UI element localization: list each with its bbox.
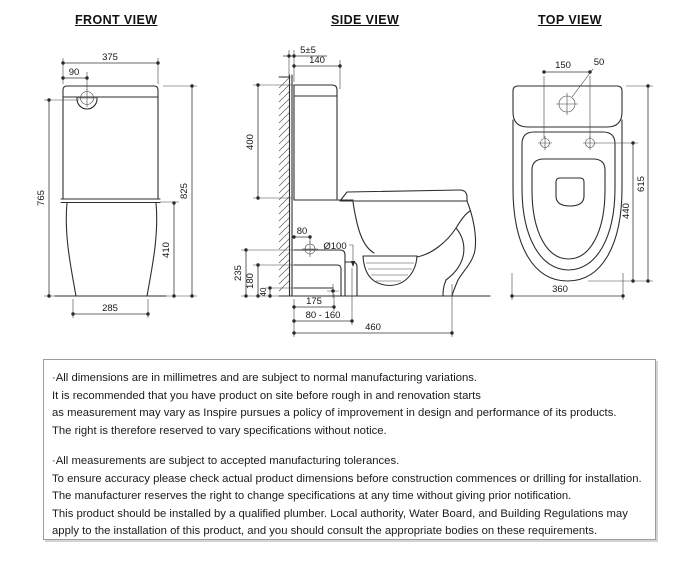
note-line: This product should be installed by a qu…	[52, 507, 628, 520]
note-line: ·All dimensions are in millimetres and a…	[52, 372, 478, 384]
paragraph-gap	[52, 440, 647, 453]
side-bowl-front-profile	[352, 201, 375, 254]
front-dim-width: 375	[102, 52, 118, 63]
fixing-hole-right-cross	[583, 136, 597, 150]
note-line: ·All measurements are subject to accepte…	[52, 455, 400, 467]
side-dim-235: 235	[233, 265, 244, 281]
side-dimension-ticks	[244, 54, 454, 335]
side-dim-depth: 460	[365, 322, 381, 333]
note-line: apply to the installation of this produc…	[52, 525, 598, 537]
wall-hatch	[278, 76, 291, 292]
side-dim-cistern-height: 400	[245, 134, 256, 150]
front-dimension-ticks	[47, 61, 194, 316]
note-line: The manufacturer reserves the right to c…	[52, 490, 572, 502]
manufacturing-notes-box: ·All dimensions are in millimetres and a…	[43, 359, 656, 540]
top-extension-lines	[511, 76, 653, 300]
inlet-cross-lines	[302, 241, 318, 257]
top-view-drawing: 150 50 615 440 360	[510, 57, 653, 300]
top-tank-outline	[512, 85, 623, 128]
technical-drawing: 375 90 765 825 410 285	[36, 45, 653, 337]
top-dim-button-diameter: 50	[594, 57, 605, 68]
front-dim-height-825: 825	[179, 183, 190, 199]
side-sump-outline	[362, 255, 418, 287]
note-line: It is recommended that you have product …	[52, 389, 481, 402]
outlet-leader-arrow	[350, 261, 356, 267]
top-dimension-lines	[512, 71, 649, 297]
side-dim-outlet-diameter: Ø100	[323, 241, 346, 252]
side-dimension-lines	[245, 55, 452, 334]
front-view-title: FRONT VIEW	[75, 13, 158, 27]
top-dim-hole-to-front: 440	[621, 203, 632, 219]
fixing-hole-left-cross	[538, 136, 552, 150]
top-body-outline	[512, 119, 623, 282]
side-dim-175: 175	[306, 296, 322, 307]
side-cistern-outline	[293, 84, 338, 201]
note-line: as measurement may vary as Inspire pursu…	[52, 407, 617, 419]
top-dim-hole-spacing: 150	[555, 60, 571, 71]
front-view-drawing: 375 90 765 825 410 285	[36, 52, 197, 318]
front-button-outline	[76, 96, 98, 110]
side-dim-inlet-offset: 80	[297, 226, 308, 237]
outlet-point-dot	[331, 289, 335, 293]
side-trapway-curve	[416, 210, 471, 297]
side-dim-wall-gap: 5±5	[300, 45, 316, 56]
side-view-title: SIDE VIEW	[331, 13, 400, 27]
front-pedestal-left	[65, 202, 77, 297]
top-seat-outline	[521, 131, 616, 271]
flush-button-cross-lines	[556, 93, 578, 115]
note-line: The right is therefore reserved to vary …	[52, 424, 387, 437]
side-pipe-outline	[293, 249, 358, 297]
top-dim-length: 615	[636, 176, 647, 192]
top-bowl-rim	[531, 158, 606, 260]
top-view-title: TOP VIEW	[538, 13, 602, 27]
front-dim-pan-height: 410	[161, 242, 172, 258]
front-dim-height-765: 765	[36, 190, 47, 206]
side-water-lines	[366, 262, 414, 282]
note-line: To ensure accuracy please check actual p…	[52, 472, 642, 485]
front-button-cross-lines	[78, 89, 96, 107]
wall-face-lines	[278, 74, 293, 297]
top-dim-width: 360	[552, 284, 568, 295]
front-dim-base-width: 285	[102, 303, 118, 314]
front-dimension-lines	[48, 62, 193, 315]
side-seat-outline	[339, 189, 468, 202]
side-bowl-back-profile	[451, 200, 477, 297]
side-view-drawing: 5±5 140 400 80 Ø100 235 180 40 175 80 - …	[233, 45, 491, 337]
side-dim-180: 180	[245, 273, 256, 289]
front-dim-button-offset: 90	[69, 67, 80, 78]
side-dim-40: 40	[259, 287, 268, 296]
front-pedestal-right	[146, 202, 158, 297]
outlet-leader-line	[349, 244, 354, 262]
button-leader-line	[571, 68, 594, 98]
side-dim-cistern-depth: 140	[309, 55, 325, 66]
side-dim-range: 80 - 160	[306, 310, 341, 321]
top-dimension-ticks	[510, 70, 650, 298]
top-inlet-shape	[555, 177, 585, 207]
